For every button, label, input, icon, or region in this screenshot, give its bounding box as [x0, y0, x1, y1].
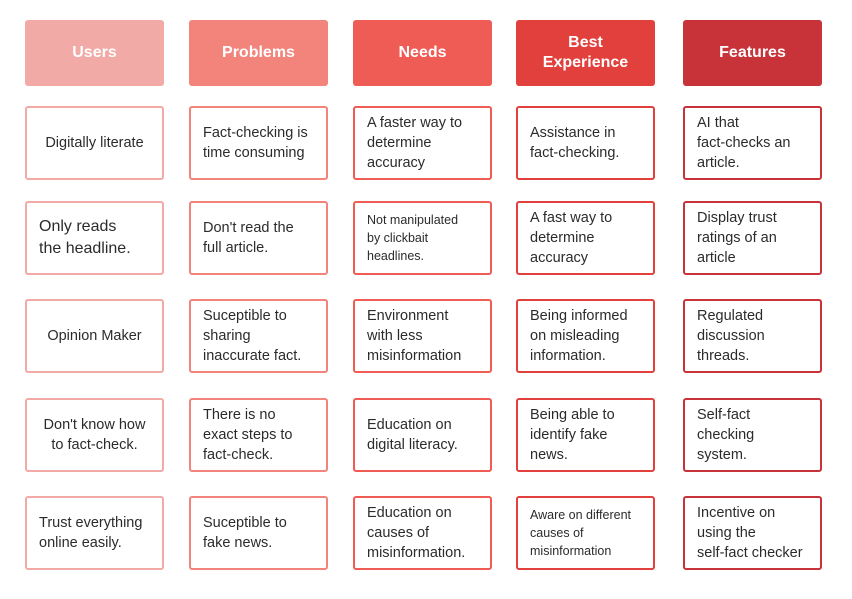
sticky-card: Being able to identify fake news. [516, 398, 655, 472]
sticky-card: Being informed on misleading information… [516, 299, 655, 373]
column-header-1: Problems [189, 20, 328, 86]
sticky-card: Not manipulated by clickbait headlines. [353, 201, 492, 275]
column-header-0: Users [25, 20, 164, 86]
sticky-card: Fact-checking is time consuming [189, 106, 328, 180]
sticky-card: Only reads the headline. [25, 201, 164, 275]
sticky-card: Suceptible to fake news. [189, 496, 328, 570]
sticky-card: Digitally literate [25, 106, 164, 180]
sticky-card: Education on causes of misinformation. [353, 496, 492, 570]
sticky-card: Incentive on using the self-fact checker [683, 496, 822, 570]
sticky-card: Aware on different causes of misinformat… [516, 496, 655, 570]
column-header-2: Needs [353, 20, 492, 86]
sticky-card: Opinion Maker [25, 299, 164, 373]
sticky-card: Assistance in fact-checking. [516, 106, 655, 180]
sticky-card: Trust everything online easily. [25, 496, 164, 570]
sticky-card: Don't know how to fact-check. [25, 398, 164, 472]
sticky-card: A fast way to determine accuracy [516, 201, 655, 275]
sticky-card: Education on digital literacy. [353, 398, 492, 472]
sticky-card: There is no exact steps to fact-check. [189, 398, 328, 472]
sticky-card: Display trust ratings of an article [683, 201, 822, 275]
sticky-card: Suceptible to sharing inaccurate fact. [189, 299, 328, 373]
sticky-card: AI that fact-checks an article. [683, 106, 822, 180]
column-header-3: Best Experience [516, 20, 655, 86]
sticky-card: Environment with less misinformation [353, 299, 492, 373]
sticky-card: Self-fact checking system. [683, 398, 822, 472]
sticky-card: Don't read the full article. [189, 201, 328, 275]
column-header-4: Features [683, 20, 822, 86]
sticky-card: Regulated discussion threads. [683, 299, 822, 373]
sticky-card: A faster way to determine accuracy [353, 106, 492, 180]
